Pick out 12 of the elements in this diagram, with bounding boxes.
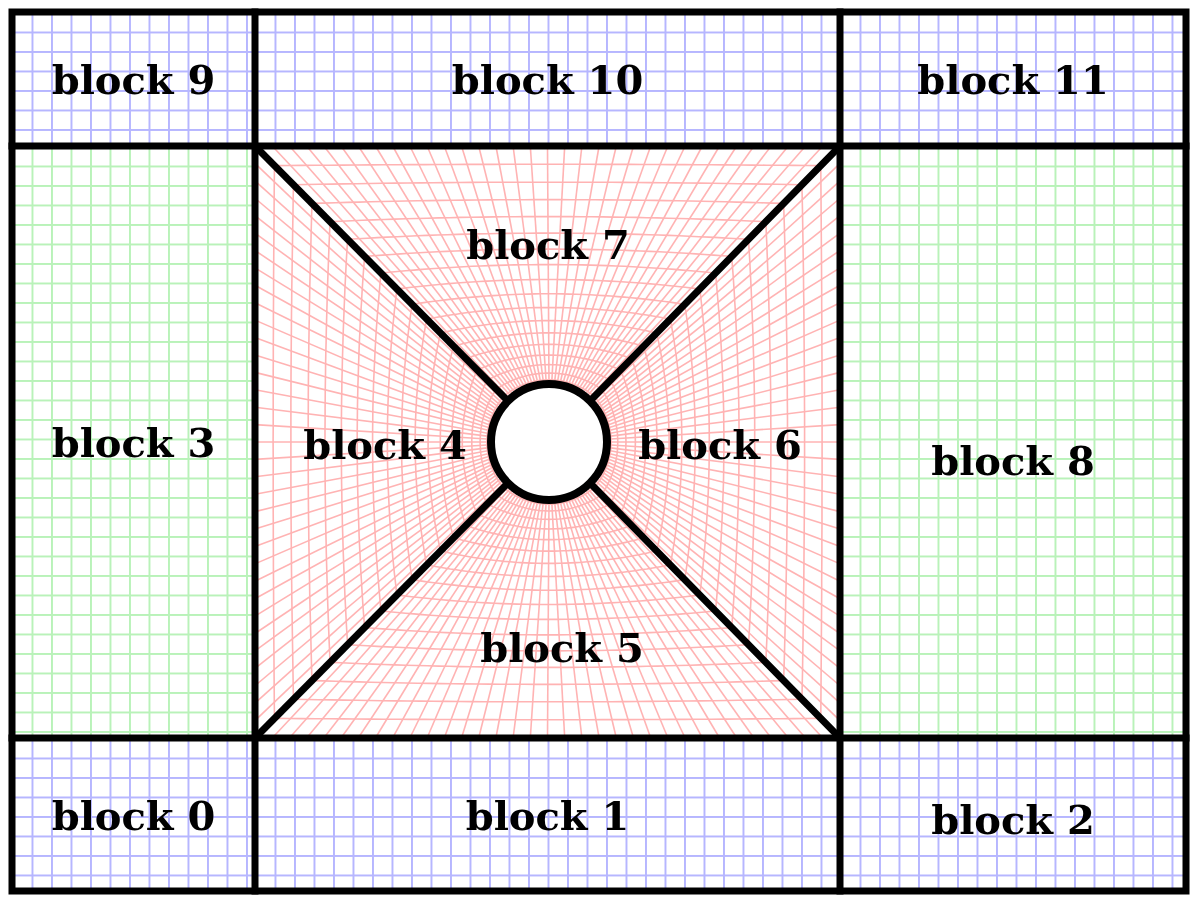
block-label: block 9 [51, 55, 216, 103]
block-label: block 1 [465, 791, 630, 838]
block-label: block 10 [451, 55, 644, 103]
block-label: block 0 [51, 791, 216, 838]
block-label: block 5 [480, 623, 644, 671]
block-label: block 8 [931, 436, 1095, 484]
block-label: block 3 [51, 418, 216, 466]
block-label: block 11 [917, 55, 1109, 103]
block-label: block 4 [303, 420, 467, 468]
block-label: block 6 [638, 420, 802, 468]
block-label: block 7 [466, 220, 630, 268]
block-label: block 2 [931, 795, 1095, 843]
